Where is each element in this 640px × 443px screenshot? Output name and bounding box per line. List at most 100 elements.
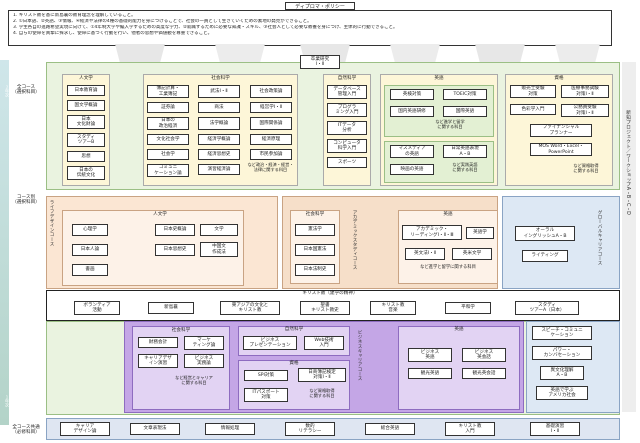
subject-box: 観光英会話 <box>462 368 506 379</box>
subject-box: 英語学 <box>466 227 494 239</box>
subject-box: 公務員受験 対策Ⅰ・Ⅱ <box>561 104 609 117</box>
subject-box: 文学 <box>200 224 238 236</box>
academic-label: アカデミックスタディコース <box>352 210 357 270</box>
subject-box: コミュニ ケーション論 <box>147 164 189 177</box>
upper-qualification-title: 資格 <box>554 76 564 81</box>
subject-box: 日本国憲法 <box>295 244 335 256</box>
subject-box: 書画 <box>72 264 108 276</box>
subject-box: 武法Ⅰ・Ⅱ <box>198 85 240 98</box>
subject-box: 基礎演習 Ⅰ・Ⅱ <box>530 422 580 436</box>
subject-box: 商法 <box>198 102 240 113</box>
business-course-label: ビジネスキャリアコース <box>357 330 362 381</box>
subject-box: 日本人論 <box>72 244 108 256</box>
subject-box: 文章表現法 <box>130 423 180 435</box>
policy-line: 2. ①日本語、②英語、③情報、④経済や法律の4種の基礎的能力を身につけることで… <box>13 18 312 24</box>
subject-box: ボランティア 活動 <box>74 301 120 315</box>
subject-box: SPI対策 <box>244 370 288 381</box>
subject-box: 経済思想史 <box>198 149 240 160</box>
subject-box: 販売士受験 対策 <box>510 85 556 98</box>
subject-box: 英語で学ぶ アメリカ社会 <box>536 386 588 400</box>
subject-box: ITパスポート 対策 <box>244 388 288 402</box>
subject-note: など政治・経済・経営・ 法律に関する科目 <box>247 162 294 172</box>
subject-box: MOS Word・Excel・ PowerPoint <box>530 143 592 156</box>
subject-note: など進学と留学 に関する科目 <box>435 119 465 129</box>
subject-box: 財務会計 <box>138 337 178 348</box>
subject-box: キリスト教 入門 <box>445 422 495 436</box>
subject-box: 日本の 政治経済 <box>147 117 189 130</box>
subject-box: 日本の 伝統文化 <box>67 166 105 180</box>
subject-box: 国際英語 <box>443 106 487 117</box>
subject-box: 医療事務試験 対策Ⅰ・Ⅱ <box>561 85 609 98</box>
right-project-label: 新知プロジェクト／ワークショップA・B・C・D <box>625 110 630 215</box>
subject-box: 国内英語研修 <box>390 106 434 117</box>
life-design-label: ライフデザインコース <box>49 200 54 246</box>
subject-box: パワー・ カンバセーション <box>532 346 592 360</box>
subject-box: 経済原理 <box>250 134 292 145</box>
middle-social-title: 社会科学 <box>305 212 325 217</box>
subject-box: 英検対策 <box>390 89 434 100</box>
business-social-title: 社会科学 <box>171 328 191 333</box>
subject-box: 演習経済論 <box>198 164 240 175</box>
right-project-band <box>622 62 636 412</box>
subject-box: スタディ ツアーA（日本） <box>515 301 579 315</box>
business-english-title: 英語 <box>454 327 464 332</box>
policy-line: 1. キリスト教を基に新島襄の教育理念を理解していること。 <box>13 13 136 18</box>
upper-social-title: 社会科学 <box>211 76 230 81</box>
subject-box: スタディ ツアーB <box>67 133 105 147</box>
graduation-thesis: 卒業研究 Ⅰ・Ⅱ <box>300 55 340 69</box>
subject-box: 日本教育論 <box>67 85 105 96</box>
subject-box: ビジネス 英会話 <box>462 348 506 362</box>
subject-box: 色彩学入門 <box>510 104 556 115</box>
subject-box: 総合英語 <box>365 423 415 435</box>
subject-box: 市民参加論 <box>250 149 292 160</box>
subject-box: キャリアデザ イン演習 <box>138 354 178 368</box>
subject-box: 日商簿記検定 対策Ⅰ・Ⅱ <box>298 368 346 382</box>
subject-box: 国際関係論 <box>250 117 292 130</box>
diploma-policy-box: 1. キリスト教を基に新島襄の教育理念を理解していること。 2. ①日本語、②英… <box>8 10 612 46</box>
subject-box: 数的 リテラシー <box>285 422 335 436</box>
subject-box: Web技術 入門 <box>304 336 344 350</box>
subject-note: など実践英語 に関する科目 <box>452 162 478 172</box>
subject-box: 英米文学 <box>452 248 492 260</box>
subject-box: 思想 <box>67 151 105 162</box>
upper-humanities-title: 人文学 <box>79 76 93 81</box>
subject-box: 日本史概論 <box>155 224 195 236</box>
subject-box: 聖書 キリスト教史 <box>300 301 350 315</box>
subject-box: 文化社会学 <box>147 134 189 145</box>
middle-english-title: 英語 <box>443 212 453 217</box>
subject-note: など資格取得 に関する科目 <box>573 163 599 173</box>
subject-note: など経営とキャリア に関する科目 <box>175 375 213 385</box>
subject-box: 経営学Ⅰ・Ⅱ <box>250 102 292 113</box>
subject-box: キリスト教 音楽 <box>370 301 416 315</box>
subject-box: TOEIC対策 <box>443 89 487 100</box>
subject-box: マーケ ティング論 <box>184 336 224 350</box>
subject-box: 憲法学 <box>295 224 335 236</box>
policy-line: 4. 自らの使命を真摯に探求し、使命に基づく行動を行い、他者の思想や価値観を尊重… <box>13 30 213 36</box>
business-qualification-title: 資格 <box>289 361 299 366</box>
subject-box: 異文化理解 A・B <box>540 366 584 380</box>
subject-box: 日本法制史 <box>295 264 335 276</box>
subject-box: 証券論 <box>147 102 189 113</box>
subject-box: ビジネス プレゼンテーション <box>243 336 297 350</box>
policy-line: 3. 学生各自の進路希望実現に向けて、①4年制大学や編入学するための高度な学力、… <box>13 24 398 30</box>
global-career-area <box>502 196 620 289</box>
label-common-required: 全コース共通 （必修科目） <box>12 425 40 436</box>
subject-box: 日本 文化財論 <box>67 115 105 129</box>
subject-box: 法学概論 <box>198 117 240 130</box>
subject-box: ITデータ 分析 <box>327 121 367 135</box>
subject-box: マスメディア の英語 <box>390 145 434 158</box>
subject-box: 社会政策論 <box>250 85 292 98</box>
year-label-2: ２年次 <box>5 85 10 97</box>
subject-box: 東アジアの文化と キリスト教 <box>220 301 280 315</box>
subject-box: 経済学概論 <box>198 134 240 145</box>
subject-box: 日本思想史 <box>155 244 195 256</box>
subject-box: 日常英語表現 A・B <box>443 145 487 158</box>
subject-box: プログラ ミング入門 <box>327 103 367 117</box>
subject-box: ビジネス 英語 <box>408 348 452 362</box>
subject-box: ファイナンシャル プランナー <box>530 124 592 137</box>
subject-box: 国文学概論 <box>67 100 105 111</box>
subject-box: 社会学 <box>147 149 189 160</box>
subject-box: 平和学 <box>445 302 491 314</box>
subject-box: ビジネス 実務論 <box>184 354 224 368</box>
upper-english-title: 英語 <box>434 76 444 81</box>
